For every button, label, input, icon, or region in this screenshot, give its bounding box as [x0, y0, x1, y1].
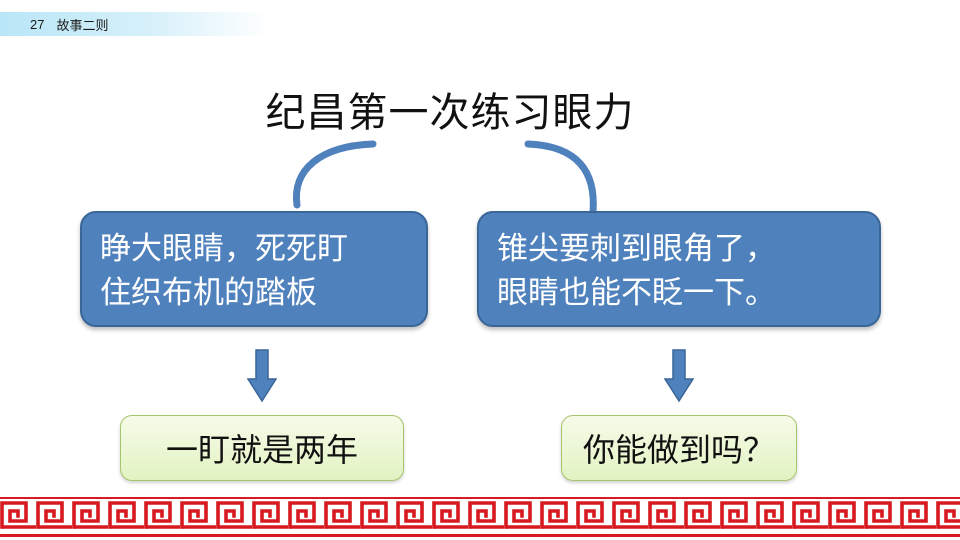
- left-result-box: 一盯就是两年: [120, 415, 404, 481]
- lesson-title: 故事二则: [56, 18, 109, 34]
- right-result-text: 你能做到吗？: [582, 431, 775, 469]
- slide-title: 纪昌第一次练习眼力: [265, 90, 635, 136]
- right-box-line-1: 锥尖要刺到眼角了，: [497, 231, 776, 267]
- left-box-line-2: 住织布机的踏板: [100, 275, 317, 311]
- left-description-box: 睁大眼睛，死死盯 住织布机的踏板: [80, 211, 428, 327]
- left-connector-arc: [292, 140, 377, 209]
- right-box-line-2: 眼睛也能不眨一下。: [497, 275, 776, 311]
- down-arrow-icon: [247, 349, 277, 403]
- lesson-number: 27: [30, 16, 45, 32]
- left-box-line-1: 睁大眼睛，死死盯: [100, 231, 348, 267]
- right-connector-arc: [524, 140, 597, 216]
- decorative-fret-border: [0, 497, 960, 537]
- right-result-box: 你能做到吗？: [561, 415, 797, 481]
- down-arrow-icon: [664, 349, 694, 403]
- header-bar: 27 故事二则: [0, 12, 270, 36]
- left-result-text: 一盯就是两年: [165, 431, 358, 469]
- right-description-box: 锥尖要刺到眼角了， 眼睛也能不眨一下。: [477, 211, 881, 327]
